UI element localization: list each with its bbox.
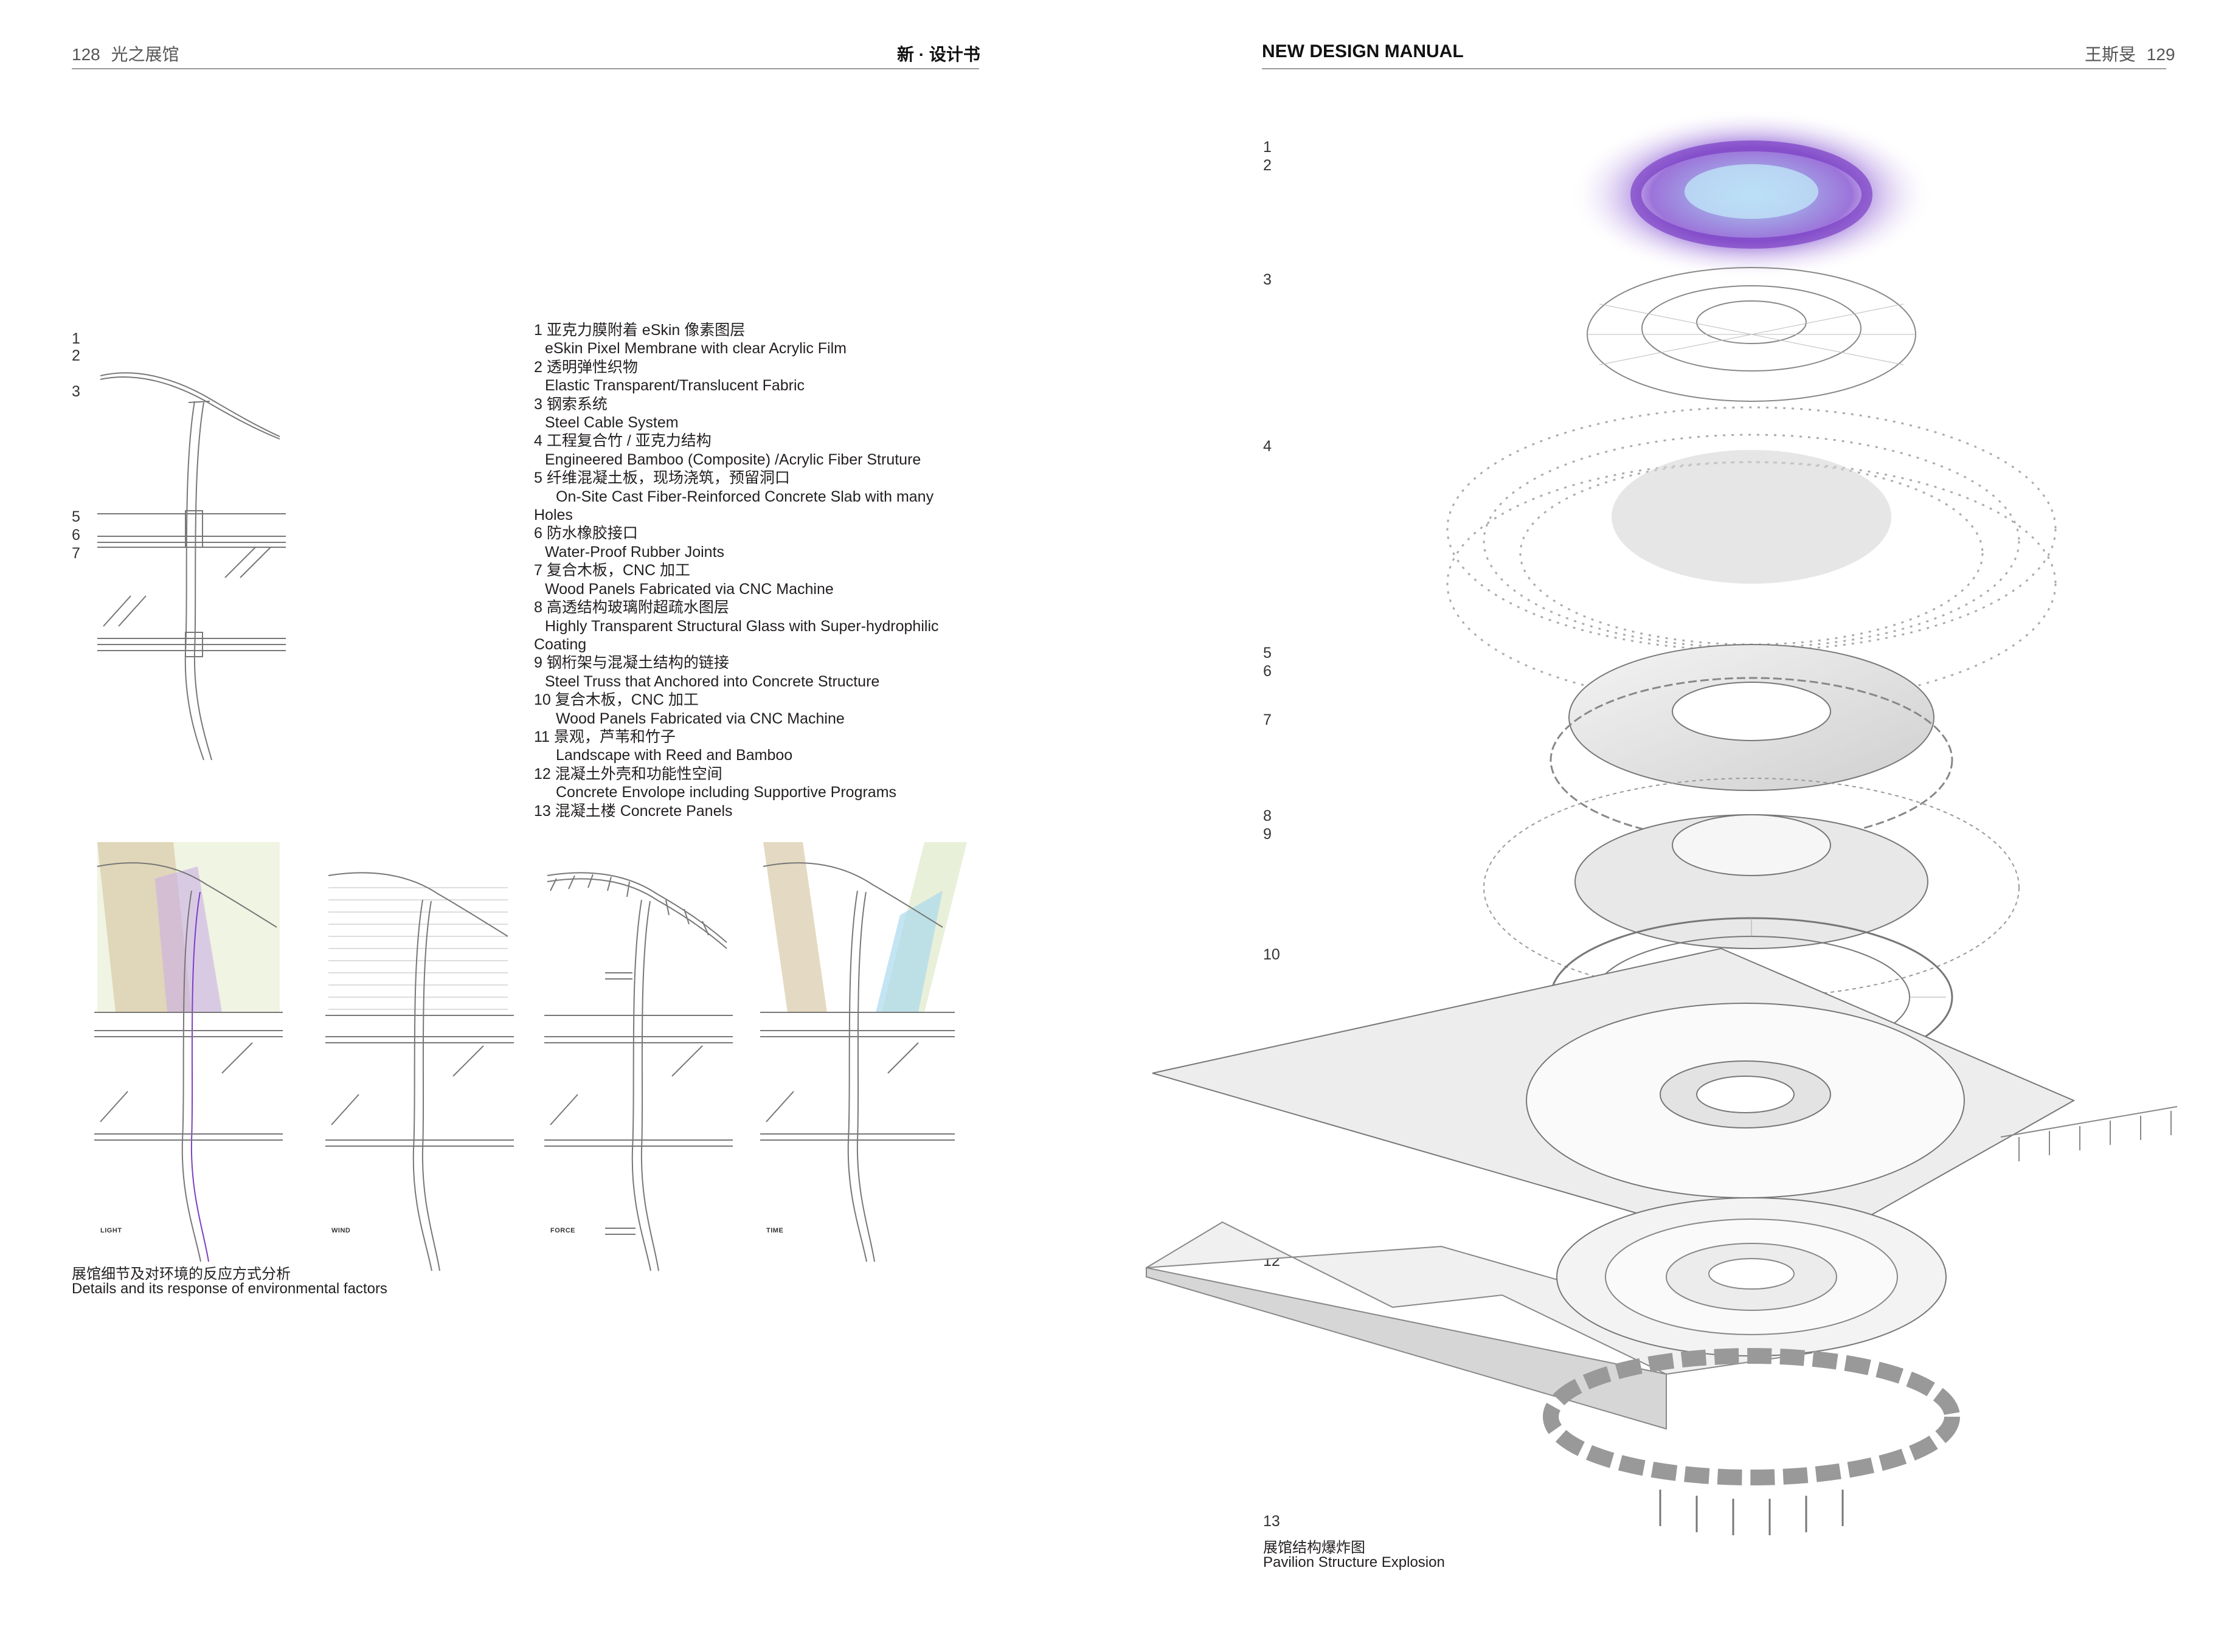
panel-label-wind: WIND <box>331 1227 351 1234</box>
explosion-num-7: 7 <box>1263 711 1272 728</box>
legend-item-cn: 5 纤维混凝土板，现场浇筑，预留洞口 <box>534 469 790 487</box>
legend-item-cn: 9 钢桁架与混凝土结构的链接 <box>534 654 729 672</box>
legend-item-7: 7 复合木板，CNC 加工 Wood Panels Fabricated via… <box>534 561 996 598</box>
legend-item-en: Elastic Transparent/Translucent Fabric <box>545 377 805 395</box>
legend-item-10: 10 复合木板，CNC 加工 Wood Panels Fabricated vi… <box>534 691 996 728</box>
legend-list: 1 亚克力膜附着 eSkin 像素图层 eSkin Pixel Membrane… <box>534 321 996 820</box>
legend-item-cn: 4 工程复合竹 / 亚克力结构 <box>534 432 712 450</box>
right-author: 王斯旻 <box>2085 45 2136 64</box>
explosion-num-8: 8 <box>1263 807 1272 824</box>
explosion-num-6: 6 <box>1263 663 1272 680</box>
legend-item-1: 1 亚克力膜附着 eSkin 像素图层 eSkin Pixel Membrane… <box>534 321 996 358</box>
left-page-header: 128 光之展馆 <box>72 41 179 66</box>
explosion-num-13: 13 <box>1263 1513 1280 1530</box>
legend-item-cn: 13 混凝土楼 Concrete Panels <box>534 802 733 820</box>
legend-item-en: On-Site Cast Fiber-Reinforced Concrete S… <box>556 488 934 505</box>
legend-item-cn: 8 高透结构玻璃附超疏水图层 <box>534 599 729 617</box>
legend-item-en: eSkin Pixel Membrane with clear Acrylic … <box>545 340 847 358</box>
left-caption-cn: 展馆细节及对环境的反应方式分析 <box>72 1266 291 1282</box>
legend-item-en: Highly Transparent Structural Glass with… <box>545 617 939 635</box>
legend-item-4: 4 工程复合竹 / 亚克力结构 Engineered Bamboo (Compo… <box>534 432 996 469</box>
panel-label-force: FORCE <box>550 1227 575 1234</box>
explosion-num-10: 10 <box>1263 946 1280 963</box>
legend-item-en: Wood Panels Fabricated via CNC Machine <box>545 580 834 598</box>
legend-item-en-cont: Coating <box>534 635 587 653</box>
panel-label-time: TIME <box>766 1227 784 1234</box>
right-caption-en: Pavilion Structure Explosion <box>1263 1554 1445 1571</box>
legend-item-cn: 2 透明弹性织物 <box>534 358 638 376</box>
legend-item-cn: 11 景观，芦苇和竹子 <box>534 728 676 745</box>
explosion-num-5: 5 <box>1263 645 1272 662</box>
section-num-5: 5 <box>72 508 80 525</box>
legend-item-cn: 1 亚克力膜附着 eSkin 像素图层 <box>534 322 746 339</box>
legend-item-6: 6 防水橡胶接口 Water-Proof Rubber Joints <box>534 524 996 561</box>
legend-item-11: 11 景观，芦苇和竹子 Landscape with Reed and Bamb… <box>534 728 996 765</box>
section-num-3: 3 <box>72 383 80 400</box>
analysis-panel-light <box>94 842 283 1262</box>
left-header-rule <box>72 68 979 69</box>
legend-item-en: Water-Proof Rubber Joints <box>545 543 725 561</box>
section-detail-drawing <box>97 372 286 761</box>
legend-item-cn: 7 复合木板，CNC 加工 <box>534 562 690 579</box>
legend-item-en-cont: Holes <box>534 506 573 524</box>
legend-item-cn: 6 防水橡胶接口 <box>534 525 638 542</box>
explosion-num-1: 1 <box>1263 139 1272 156</box>
section-num-7: 7 <box>72 545 80 562</box>
panel-label-light: LIGHT <box>100 1227 122 1234</box>
legend-item-en: Steel Truss that Anchored into Concrete … <box>545 672 880 690</box>
legend-item-9: 9 钢桁架与混凝土结构的链接 Steel Truss that Anchored… <box>534 654 996 691</box>
explosion-num-3: 3 <box>1263 271 1272 288</box>
legend-item-2: 2 透明弹性织物 Elastic Transparent/Translucent… <box>534 358 996 395</box>
right-page-header: 王斯旻 129 <box>2085 41 2175 66</box>
legend-item-13: 13 混凝土楼 Concrete Panels <box>534 802 996 820</box>
left-section-title: 光之展馆 <box>111 45 179 64</box>
pavilion-explosion-drawing <box>1146 109 2178 1535</box>
legend-item-en: Engineered Bamboo (Composite) /Acrylic F… <box>545 451 921 468</box>
analysis-panel-wind <box>325 872 514 1271</box>
legend-item-12: 12 混凝土外壳和功能性空间 Concrete Envolope includi… <box>534 765 996 802</box>
legend-item-cn: 12 混凝土外壳和功能性空间 <box>534 765 722 783</box>
explosion-num-2: 2 <box>1263 157 1272 174</box>
explosion-num-4: 4 <box>1263 438 1272 455</box>
right-header-rule <box>1262 68 2166 69</box>
right-page-number: 129 <box>2146 45 2175 64</box>
explosion-num-9: 9 <box>1263 826 1272 843</box>
right-caption-cn: 展馆结构爆炸图 <box>1263 1540 1365 1556</box>
legend-item-3: 3 钢索系统 Steel Cable System <box>534 395 996 432</box>
section-num-1: 1 <box>72 330 80 347</box>
analysis-panel-force <box>544 872 733 1271</box>
section-num-6: 6 <box>72 527 80 544</box>
legend-item-en: Concrete Envolope including Supportive P… <box>556 784 897 801</box>
legend-item-5: 5 纤维混凝土板，现场浇筑，预留洞口 On-Site Cast Fiber-Re… <box>534 469 996 524</box>
left-book-title: 新 · 设计书 <box>897 45 980 64</box>
section-num-2: 2 <box>72 347 80 364</box>
left-page-number: 128 <box>72 45 100 64</box>
legend-item-en: Steel Cable System <box>545 414 679 432</box>
legend-item-cn: 3 钢索系统 <box>534 395 608 413</box>
legend-item-en: Wood Panels Fabricated via CNC Machine <box>556 710 845 727</box>
right-book-title: NEW DESIGN MANUAL <box>1262 41 1464 61</box>
left-caption-en: Details and its response of environmenta… <box>72 1280 387 1297</box>
legend-item-8: 8 高透结构玻璃附超疏水图层 Highly Transparent Struct… <box>534 598 996 654</box>
analysis-panel-time <box>760 842 967 1262</box>
legend-item-en: Landscape with Reed and Bamboo <box>556 747 793 764</box>
legend-item-cn: 10 复合木板，CNC 加工 <box>534 691 699 709</box>
